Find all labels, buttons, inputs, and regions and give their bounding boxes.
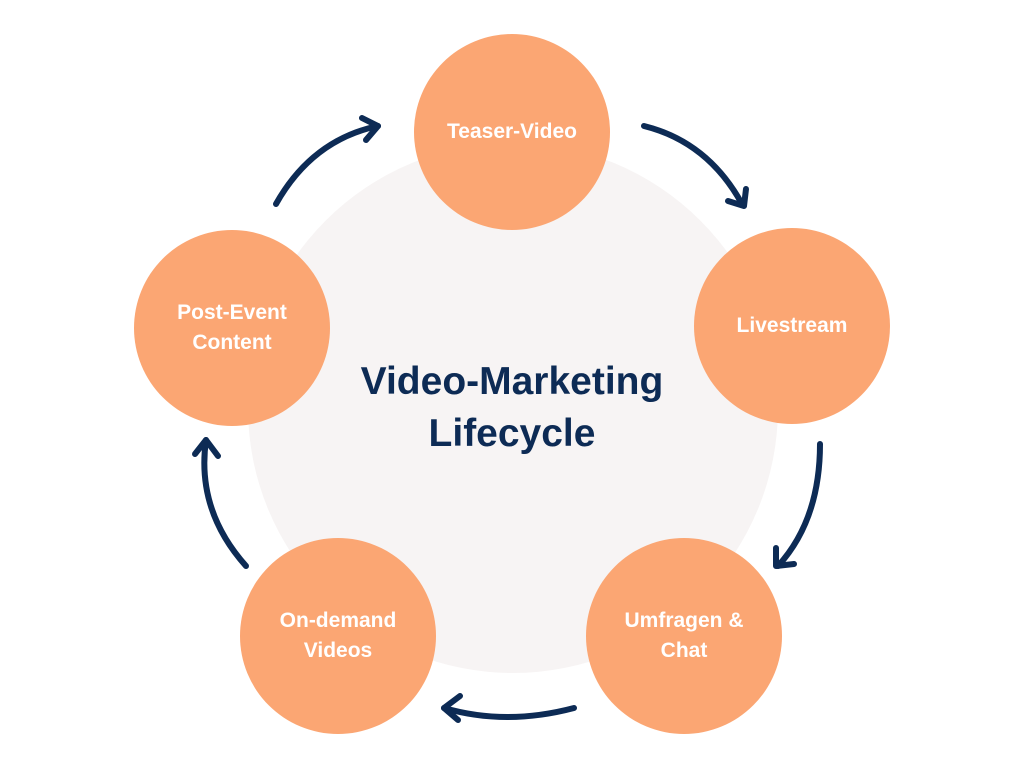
node-label: Livestream [736,314,848,337]
node-label: Umfragen & Chat [624,609,744,662]
node-label: Post-Event Content [177,301,287,354]
node-label: On-demand Videos [279,609,397,662]
node-teaser-video: Teaser-Video [414,34,610,230]
node-livestream: Livestream [694,228,890,424]
node-label: Teaser-Video [447,120,577,143]
diagram-title: Video-Marketing Lifecycle [360,360,664,455]
node-umfragen-chat: Umfragen & Chat [586,538,782,734]
node-post-event-content: Post-Event Content [134,230,330,426]
arrow-livestream-to-umfragen [773,441,823,569]
node-on-demand-videos: On-demand Videos [240,538,436,734]
arrow-umfragen-to-ondemand [441,693,577,723]
arrow-ondemand-to-postevent [192,437,249,569]
arrow-postevent-to-teaser [273,115,381,207]
arrow-teaser-to-livestream [641,123,749,209]
